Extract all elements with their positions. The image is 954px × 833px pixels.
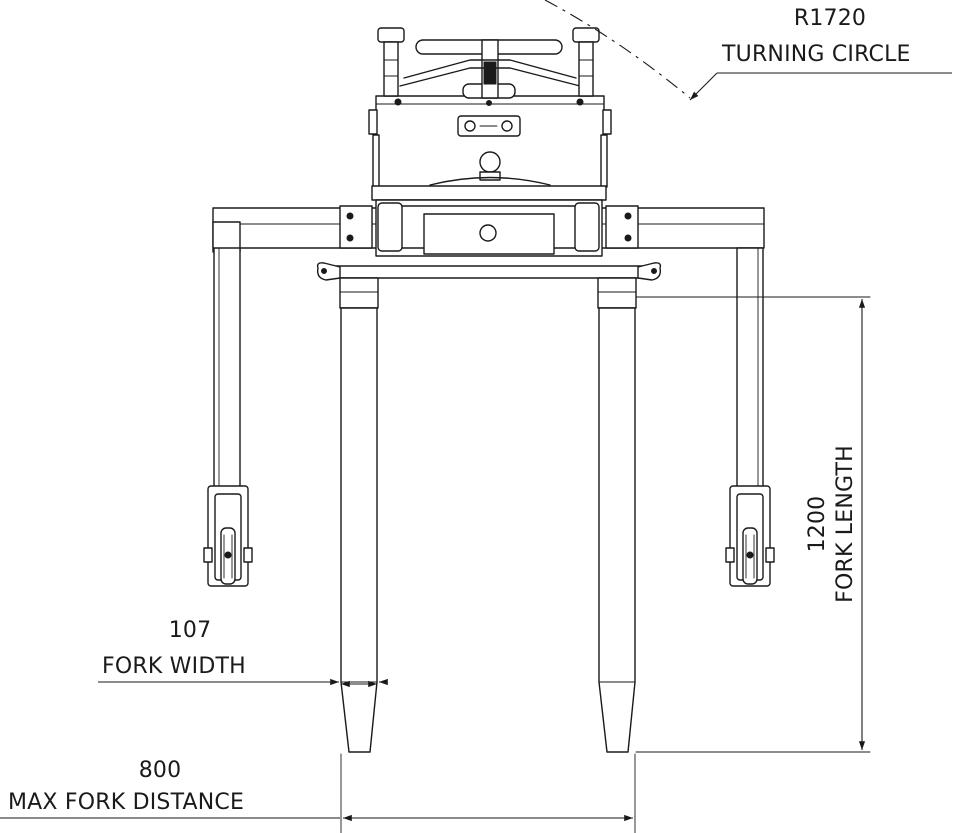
max-fork-distance-label: MAX FORK DISTANCE (8, 790, 245, 815)
steering-handle (377, 27, 600, 99)
max-fork-distance-value: 800 (138, 758, 182, 783)
fork-width-label: FORK WIDTH (102, 654, 246, 679)
max-fork-distance-dimension (0, 753, 636, 833)
carriage-plate (316, 185, 662, 281)
turning-circle-value: R1720 (793, 6, 867, 31)
fork-length-value: 1200 (805, 495, 830, 553)
fork-length-dimension (635, 296, 871, 753)
left-fork (339, 277, 379, 753)
fork-length-label: FORK LENGTH (833, 445, 858, 603)
fork-width-dimension (98, 678, 388, 688)
left-castor-wheel (203, 485, 253, 587)
turning-circle-label: TURNING CIRCLE (722, 42, 911, 67)
chassis-body (368, 95, 612, 189)
right-castor-wheel (725, 485, 775, 587)
right-fork (597, 277, 637, 753)
fork-width-value: 107 (168, 618, 212, 643)
turning-circle-dimension (544, 0, 952, 101)
